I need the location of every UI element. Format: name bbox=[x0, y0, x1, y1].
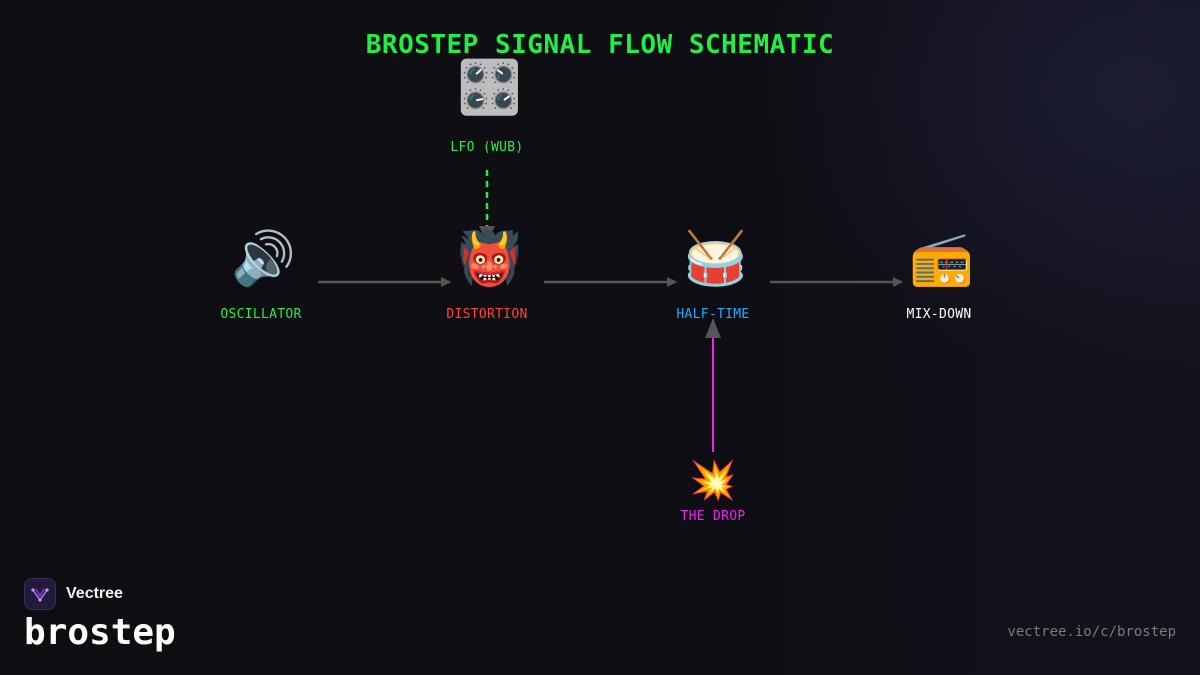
node-oscillator: 🔊 OSCILLATOR bbox=[171, 229, 351, 322]
collision-icon: 💥 bbox=[689, 458, 737, 502]
node-label-half-time: HALF-TIME bbox=[676, 307, 750, 322]
ogre-icon: 👹 bbox=[457, 229, 522, 289]
drum-icon: 🥁 bbox=[683, 229, 748, 289]
node-label-oscillator: OSCILLATOR bbox=[220, 307, 302, 322]
node-label-lfo: LFO (WUB) bbox=[450, 140, 524, 155]
brand[interactable]: Vectree bbox=[24, 577, 123, 611]
control-knobs-icon: 🎛️ bbox=[457, 58, 522, 118]
node-label-the-drop: THE DROP bbox=[680, 509, 746, 524]
diagram-title: BROSTEP SIGNAL FLOW SCHEMATIC bbox=[365, 30, 835, 60]
node-lfo: 🎛️ LFO (WUB) bbox=[397, 58, 577, 155]
community-name: brostep bbox=[24, 612, 176, 653]
node-distortion: 👹 DISTORTION bbox=[397, 229, 577, 322]
community-url[interactable]: vectree.io/c/brostep bbox=[1007, 624, 1176, 640]
node-mix-down: 📻 MIX-DOWN bbox=[849, 229, 1029, 322]
speaker-icon: 🔊 bbox=[231, 229, 296, 289]
node-label-distortion: DISTORTION bbox=[446, 307, 528, 322]
node-the-drop: 💥 THE DROP bbox=[623, 456, 803, 524]
radio-icon: 📻 bbox=[909, 229, 974, 289]
arrowhead-drop bbox=[705, 318, 721, 338]
node-half-time: 🥁 HALF-TIME bbox=[623, 229, 803, 322]
brand-name: Vectree bbox=[66, 585, 123, 602]
vectree-logo-icon bbox=[24, 578, 56, 610]
arrowhead-lfo bbox=[479, 226, 495, 242]
node-label-mix-down: MIX-DOWN bbox=[906, 307, 972, 322]
